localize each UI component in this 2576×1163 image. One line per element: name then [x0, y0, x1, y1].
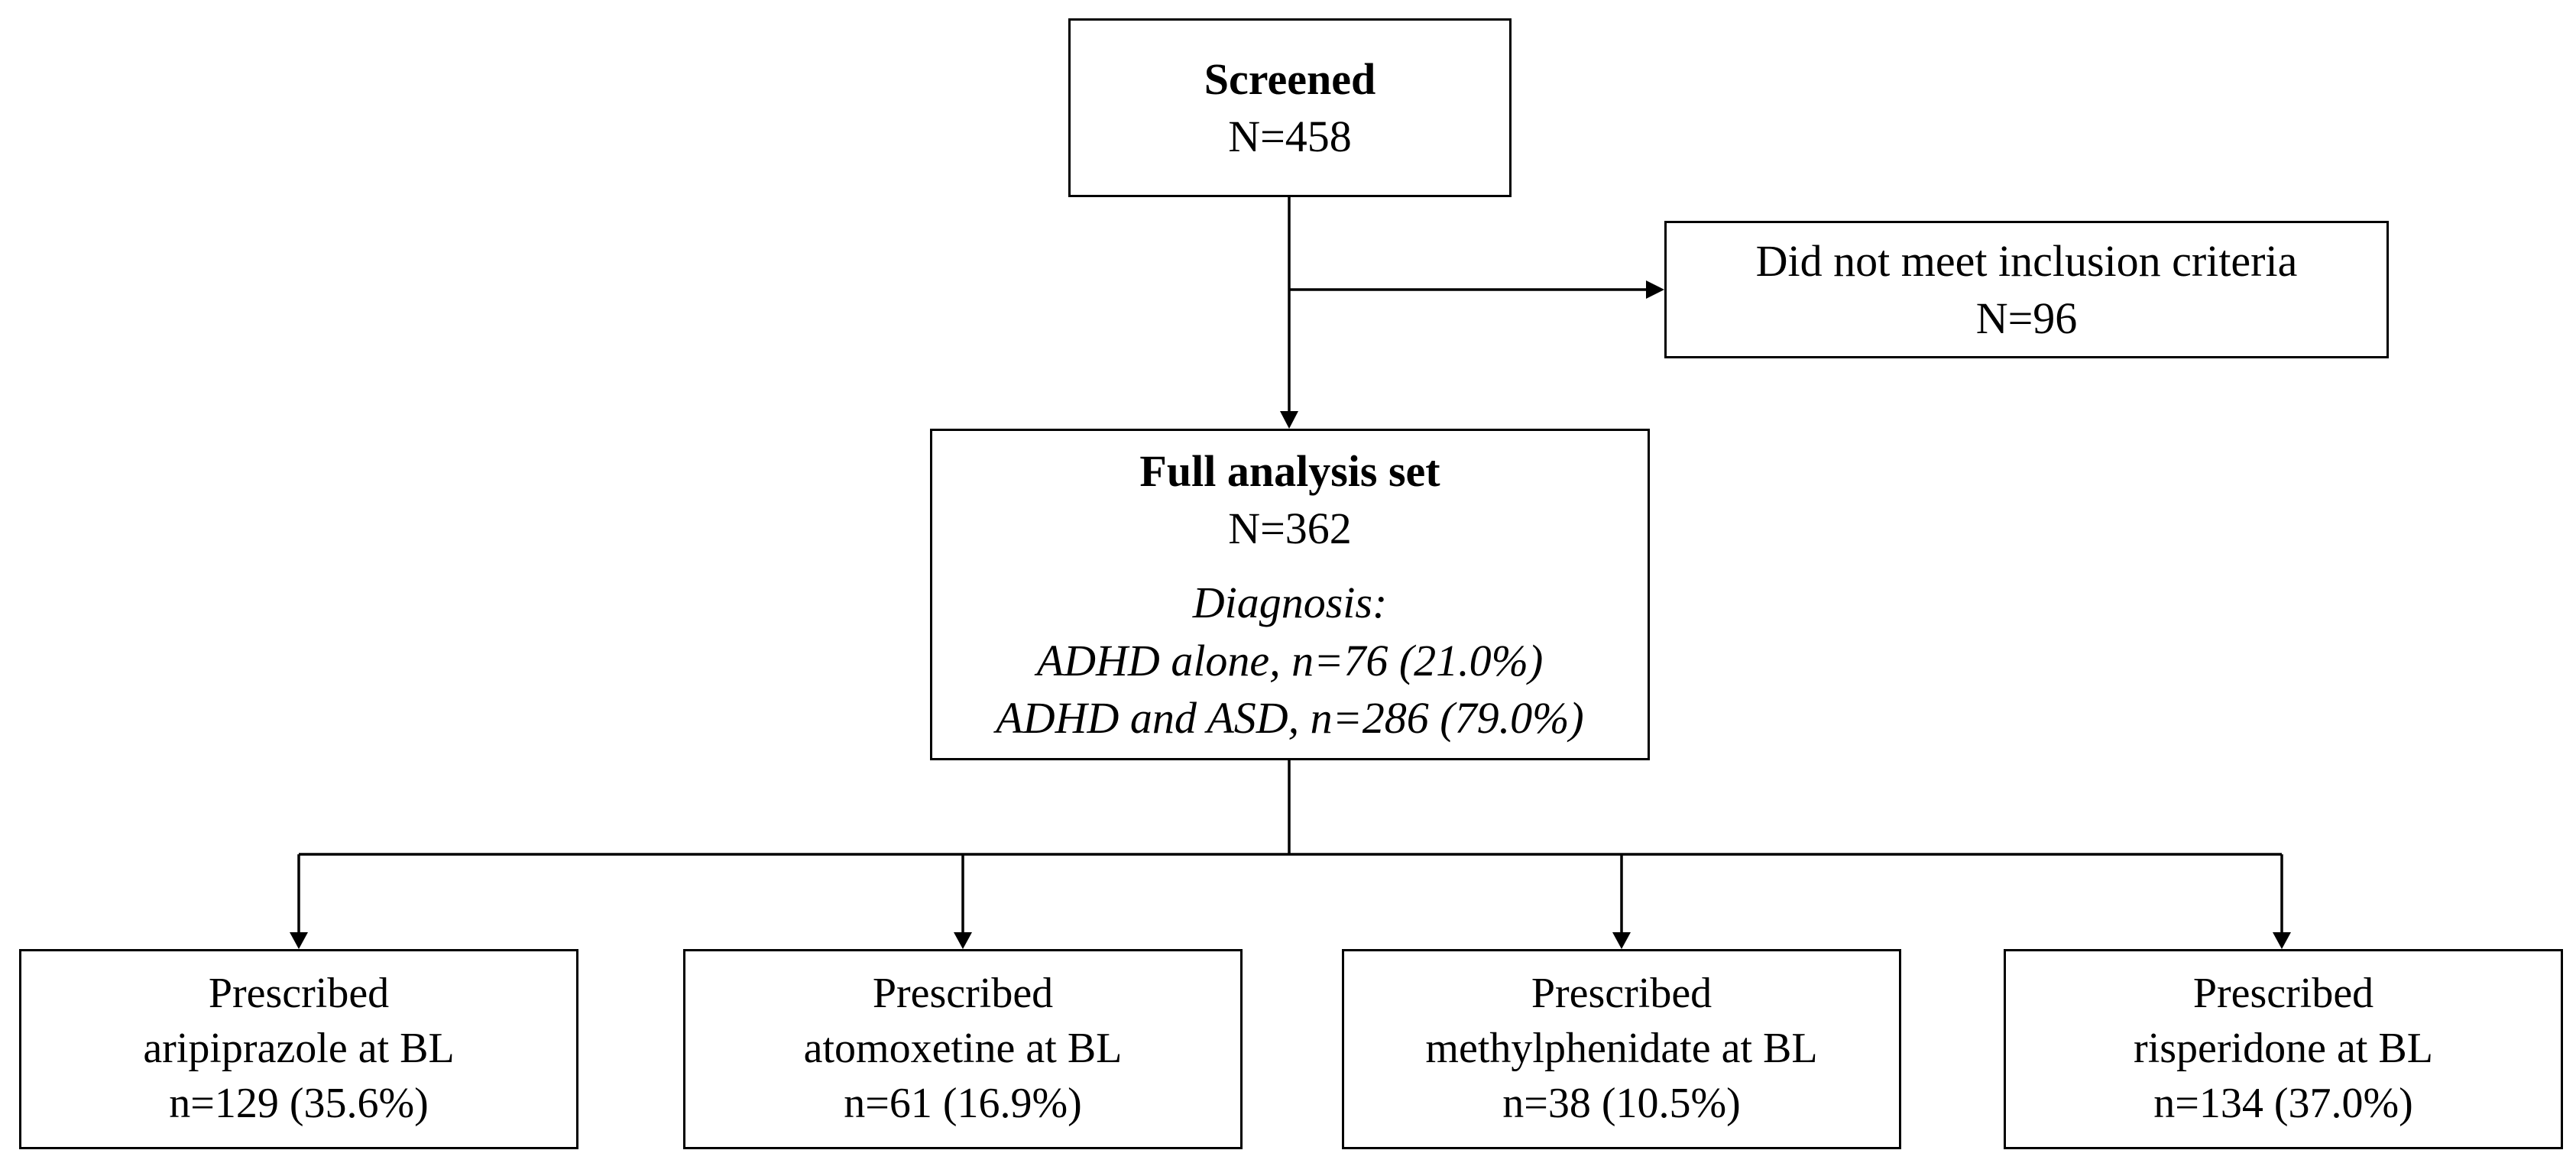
fas-count: N=362: [1228, 503, 1352, 553]
screened-title: Screened: [1204, 53, 1376, 104]
arm-line2: methylphenidate at BL: [1425, 1025, 1818, 1073]
arm-count: n=129 (35.6%): [169, 1079, 429, 1127]
arm-line1: Prescribed: [208, 970, 390, 1018]
excluded-label: Did not meet inclusion criteria: [1755, 235, 2298, 286]
excluded-count: N=96: [1975, 293, 2078, 343]
arm-count: n=61 (16.9%): [844, 1079, 1082, 1127]
arm-box-atomoxetine: Prescribed atomoxetine at BL n=61 (16.9%…: [683, 949, 1243, 1149]
arm-line2: atomoxetine at BL: [803, 1025, 1123, 1073]
full-analysis-set-box: Full analysis set N=362 Diagnosis: ADHD …: [930, 429, 1650, 760]
arm-line1: Prescribed: [1531, 970, 1712, 1018]
arrowhead-to-excluded: [1646, 280, 1664, 299]
arm-box-risperidone: Prescribed risperidone at BL n=134 (37.0…: [2004, 949, 2563, 1149]
arm-box-aripiprazole: Prescribed aripiprazole at BL n=129 (35.…: [19, 949, 578, 1149]
arm-line1: Prescribed: [872, 970, 1054, 1018]
arrowhead-to-fas: [1280, 411, 1298, 429]
arm-count: n=38 (10.5%): [1502, 1079, 1741, 1127]
screened-box: Screened N=458: [1068, 18, 1512, 197]
arm-line2: risperidone at BL: [2134, 1025, 2433, 1073]
arrowhead-to-arm-0: [290, 932, 308, 949]
arm-count: n=134 (37.0%): [2153, 1079, 2413, 1127]
fas-diagnosis-line: ADHD alone, n=76 (21.0%): [1036, 635, 1544, 685]
fas-title: Full analysis set: [1139, 445, 1440, 496]
arrowhead-to-arm-1: [954, 932, 972, 949]
arm-box-methylphenidate: Prescribed methylphenidate at BL n=38 (1…: [1342, 949, 1901, 1149]
fas-diagnosis-line: ADHD and ASD, n=286 (79.0%): [996, 693, 1584, 743]
fas-diagnosis-heading: Diagnosis:: [1192, 578, 1388, 628]
screened-count: N=458: [1228, 112, 1352, 161]
arm-line1: Prescribed: [2192, 970, 2374, 1018]
excluded-box: Did not meet inclusion criteria N=96: [1664, 221, 2389, 358]
arrowhead-to-arm-3: [2273, 932, 2291, 949]
arm-line2: aripiprazole at BL: [143, 1025, 455, 1073]
arrowhead-to-arm-2: [1612, 932, 1631, 949]
